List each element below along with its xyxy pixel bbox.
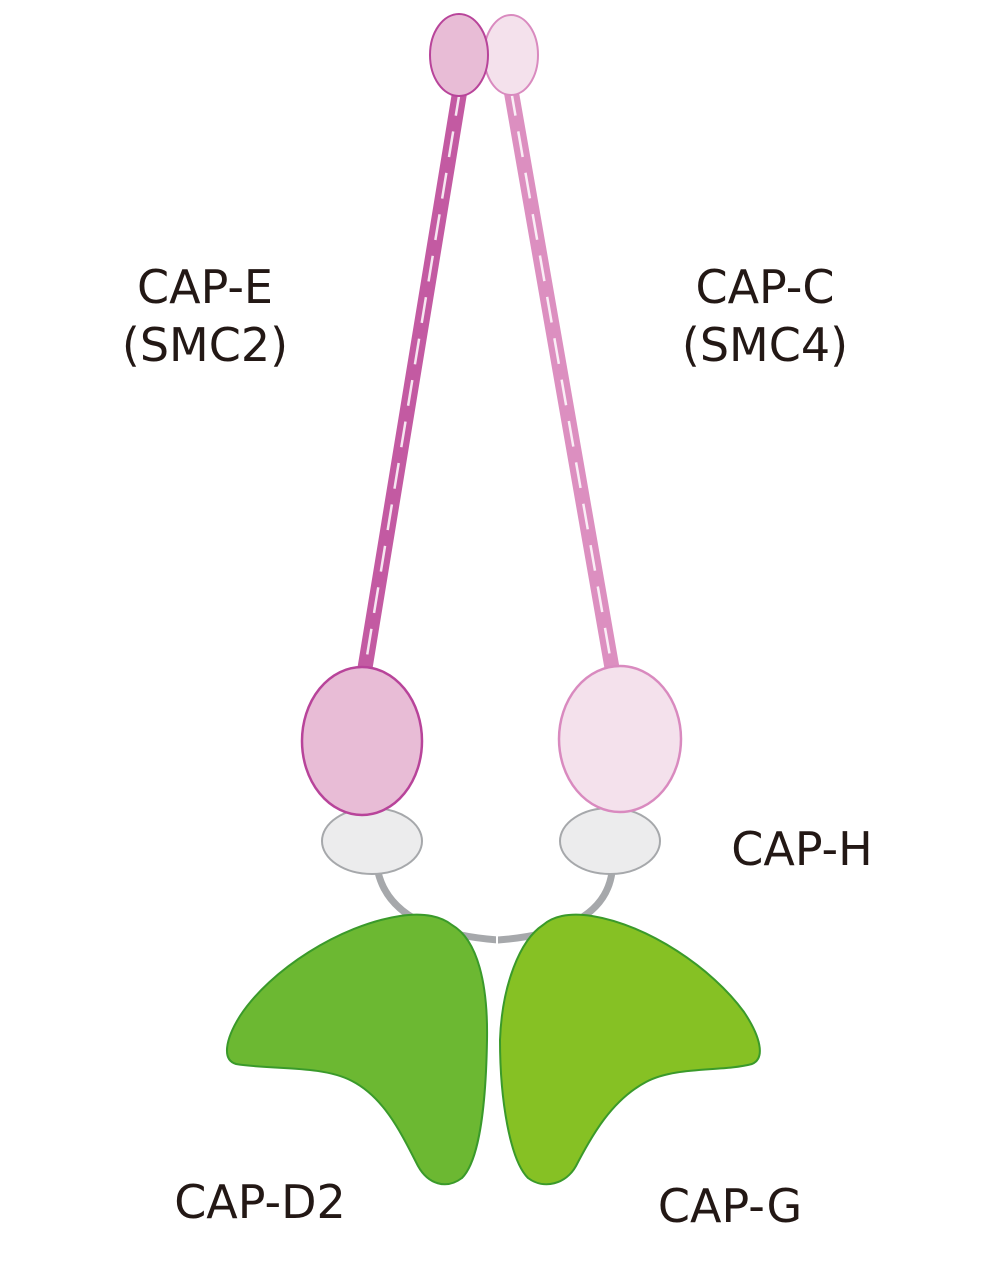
cap-h-label: CAP-H xyxy=(731,822,873,876)
cap-e-label: CAP-E xyxy=(137,260,273,314)
smc4-head-domain xyxy=(557,664,683,814)
smc2-head-domain xyxy=(300,665,424,817)
cap-e-smc2-label: CAP-E (SMC2) xyxy=(95,258,315,374)
smc2-coiled-coil xyxy=(357,82,468,676)
cap-h-c-domain xyxy=(559,807,661,875)
smc2-hinge xyxy=(429,13,489,97)
cap-h-n-domain xyxy=(321,807,423,875)
cap-c-smc4-label: CAP-C (SMC4) xyxy=(655,258,875,374)
smc4-label: (SMC4) xyxy=(681,318,849,372)
cap-g-subunit xyxy=(498,913,761,1186)
smc4-hinge xyxy=(483,14,539,96)
cap-d2-label: CAP-D2 xyxy=(174,1175,346,1229)
cap-g-label: CAP-G xyxy=(657,1179,803,1233)
cap-c-label: CAP-C xyxy=(695,260,835,314)
smc2-label: (SMC2) xyxy=(121,318,289,372)
smc4-coiled-coil xyxy=(503,82,620,676)
cap-d2-subunit xyxy=(226,913,489,1186)
